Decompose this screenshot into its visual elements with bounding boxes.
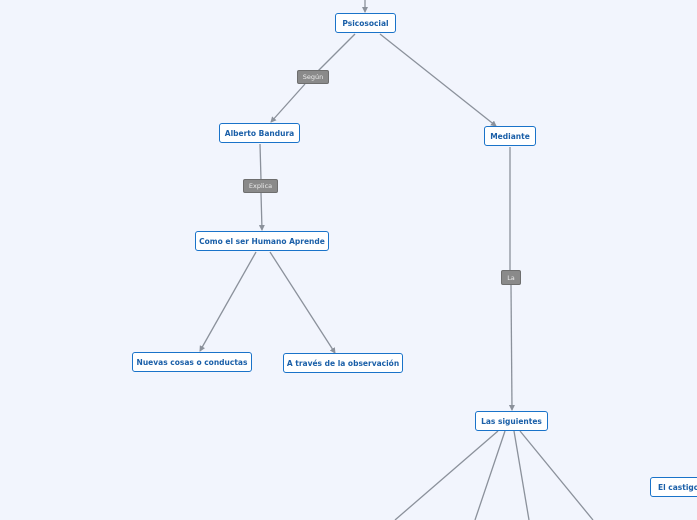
connector-como-atraves xyxy=(269,251,336,354)
link-label-explica-text: Explica xyxy=(248,182,273,190)
node-a-traves-de-la-observacion[interactable]: A través de la observación xyxy=(283,353,403,373)
node-alberto-bandura-label: Alberto Bandura xyxy=(224,128,295,138)
node-el-castigo-label: El castigo xyxy=(658,482,697,492)
connector-siguientes-branch-4 xyxy=(519,430,594,520)
link-label-la-text: La xyxy=(507,273,515,282)
connector-siguientes-branch-3 xyxy=(513,430,530,520)
link-label-segun-text: Según xyxy=(302,73,324,81)
node-nuevas-cosas-o-conductas[interactable]: Nuevas cosas o conductas xyxy=(132,352,252,372)
connector-siguientes-branch-2 xyxy=(474,430,506,520)
connector-la-siguientes xyxy=(508,284,515,411)
node-como-el-ser-humano-aprende-label: Como el ser Humano Aprende xyxy=(199,236,325,246)
node-como-el-ser-humano-aprende[interactable]: Como el ser Humano Aprende xyxy=(195,231,329,251)
node-psicosocial-label: Psicosocial xyxy=(342,18,389,28)
connector-bandura-explica xyxy=(259,143,262,181)
node-las-siguientes-label: Las siguientes xyxy=(481,416,542,426)
connector-explica-como xyxy=(258,192,265,231)
connector-psicosocial-mediante xyxy=(379,33,497,127)
node-a-traves-de-la-observacion-label: A través de la observación xyxy=(286,358,400,368)
node-nuevas-cosas-o-conductas-label: Nuevas cosas o conductas xyxy=(136,357,248,367)
connector-siguientes-branch-1 xyxy=(394,430,499,520)
node-mediante[interactable]: Mediante xyxy=(484,126,536,146)
node-psicosocial[interactable]: Psicosocial xyxy=(335,13,396,33)
node-las-siguientes[interactable]: Las siguientes xyxy=(475,411,548,431)
node-mediante-label: Mediante xyxy=(490,131,530,141)
connector-psicosocial-segun xyxy=(317,33,356,72)
link-label-explica: Explica xyxy=(243,179,278,193)
link-label-segun: Según xyxy=(297,70,329,84)
node-el-castigo[interactable]: El castigo xyxy=(650,477,697,497)
node-alberto-bandura[interactable]: Alberto Bandura xyxy=(219,123,300,143)
connector-segun-bandura xyxy=(270,83,306,123)
connector-como-nuevas xyxy=(199,251,257,352)
link-label-la: La xyxy=(501,270,521,285)
